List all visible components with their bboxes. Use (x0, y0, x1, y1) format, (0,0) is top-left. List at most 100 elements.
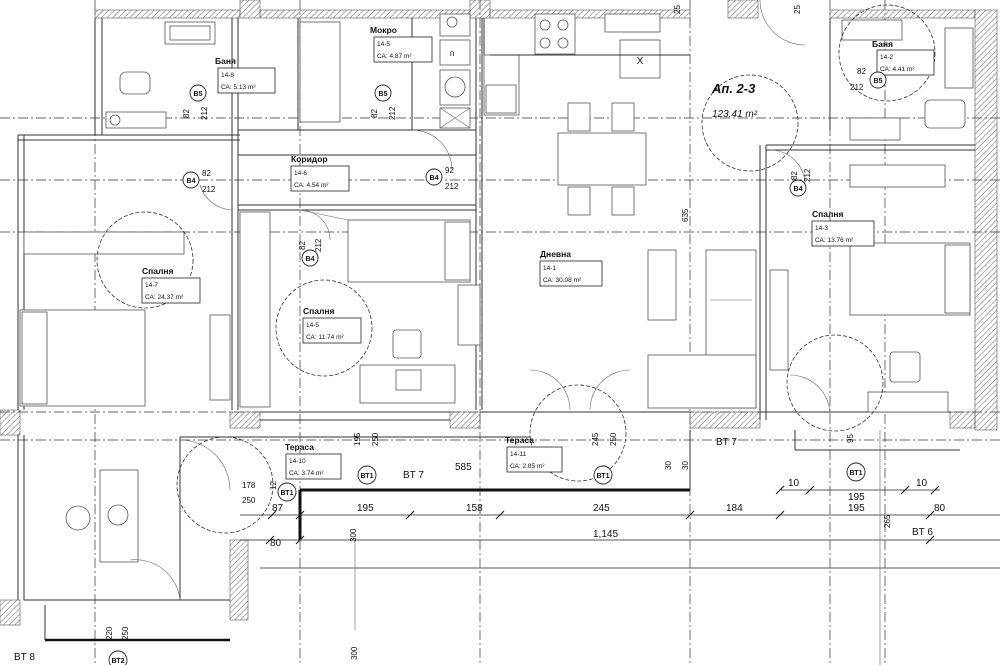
svg-text:14-6: 14-6 (294, 170, 307, 177)
svg-text:B4: B4 (187, 178, 196, 185)
window-tag: ВТ1 (593, 465, 613, 485)
door-tag: 82 212 B5 (182, 84, 209, 120)
svg-text:Мокро: Мокро (370, 25, 397, 35)
svg-text:B4: B4 (794, 186, 803, 193)
room-terrace-14-10: Тераса 14-10 СА: 3.74 m² (285, 442, 342, 480)
svg-text:14-11: 14-11 (510, 451, 527, 458)
dim-label: 250 (121, 626, 130, 640)
window-label: BT 7 (403, 470, 424, 481)
window-label: BT 6 (912, 527, 933, 538)
svg-text:212: 212 (850, 83, 864, 92)
svg-text:Тераса: Тераса (505, 435, 534, 445)
dim-label: 25 (793, 5, 802, 14)
svg-text:Тераса: Тераса (285, 442, 314, 452)
room-bath-14-2: Баня 14-2 СА: 4.41 m² (872, 39, 935, 76)
dim-label: 10 (788, 478, 800, 489)
window-label: BT 7 (716, 437, 737, 448)
dim-label: 300 (350, 646, 359, 660)
dim-label: 80 (270, 538, 282, 549)
door-tag: 82 212 B4 (789, 168, 812, 197)
dim-label: 87 (272, 503, 284, 514)
svg-text:СА: 5.13 m²: СА: 5.13 m² (221, 84, 256, 91)
room-bath-14-8: Баня 14-8 СА: 5.13 m² (215, 56, 276, 94)
svg-text:Баня: Баня (872, 39, 893, 49)
dim-label: 300 (349, 528, 358, 542)
svg-text:СА: 11.74 m²: СА: 11.74 m² (306, 334, 345, 341)
svg-text:Дневна: Дневна (540, 249, 571, 259)
dim-label: 80 (934, 503, 946, 514)
apartment-number: Ап. 2-3 (711, 81, 756, 96)
svg-text:14-7: 14-7 (145, 282, 158, 289)
room-corridor-14-6: Коридор 14-6 СА: 4.54 m² (290, 154, 350, 192)
dim-label: 1,145 (593, 529, 618, 540)
svg-text:14-10: 14-10 (289, 458, 306, 465)
svg-text:B4: B4 (430, 175, 439, 182)
dim-label: 178 (242, 481, 256, 490)
svg-text:92: 92 (445, 166, 454, 175)
svg-text:СА: 3.74 m²: СА: 3.74 m² (289, 470, 324, 477)
svg-text:СА: 4.54 m²: СА: 4.54 m² (294, 182, 329, 189)
room-labels: Баня 14-8 СА: 5.13 m² Мокро 14-5 СА: 4.8… (141, 25, 935, 480)
window-tag: ВТ1 (277, 482, 297, 502)
svg-text:82: 82 (857, 67, 866, 76)
svg-text:Спалня: Спалня (303, 306, 335, 316)
svg-text:Коридор: Коридор (291, 154, 328, 164)
dim-label: 158 (466, 503, 483, 514)
svg-text:14-5: 14-5 (377, 41, 390, 48)
room-bedroom-14-3: Спалня 14-3 СА: 13.76 m² (811, 209, 875, 247)
dim-label: 250 (371, 432, 380, 446)
svg-text:14-2: 14-2 (880, 54, 893, 61)
room-living-14-1: Дневна 14-1 СА: 30.08 m² (539, 249, 603, 287)
furniture: п X (19, 0, 974, 601)
svg-text:ВТ1: ВТ1 (361, 473, 374, 480)
door-tags: 82 212 B5 82 212 B5 B4 82 212 B4 92 212 … (182, 67, 887, 267)
svg-text:212: 212 (803, 168, 812, 182)
svg-text:ВТ1: ВТ1 (850, 470, 863, 477)
room-bedroom-14-7: Спалня 14-7 СА: 24.37 m² (141, 266, 201, 304)
window-tag: ВТ2 (108, 650, 128, 665)
svg-text:14-1: 14-1 (543, 265, 556, 272)
svg-text:212: 212 (200, 106, 209, 120)
svg-text:82: 82 (182, 109, 191, 118)
svg-text:212: 212 (314, 238, 323, 252)
dim-label: 220 (105, 626, 114, 640)
svg-text:14-5: 14-5 (306, 322, 319, 329)
window-tag: ВТ1 (357, 465, 377, 485)
dim-label: 30 (681, 461, 690, 470)
dim-label: 195 (357, 503, 374, 514)
dimension-lines: 10 195 10 87 195 158 245 184 195 80 80 1… (105, 5, 1000, 665)
dim-label: 250 (242, 496, 256, 505)
svg-text:14-3: 14-3 (815, 225, 828, 232)
svg-text:СА: 4.41 m²: СА: 4.41 m² (880, 66, 915, 73)
svg-text:82: 82 (298, 241, 307, 250)
wet-room-mark: п (450, 49, 454, 58)
door-tag: B4 82 212 (182, 169, 216, 194)
dim-label: 12 (269, 481, 278, 490)
apartment-area: 123.41 m² (712, 109, 758, 120)
window-label: BT 8 (14, 652, 35, 663)
dim-label: 195 (353, 432, 362, 446)
dim-label: 184 (726, 503, 743, 514)
svg-text:СА: 2.85 m²: СА: 2.85 m² (510, 463, 545, 470)
svg-text:14-8: 14-8 (221, 72, 234, 79)
room-bedroom-14-5: Спалня 14-5 СА: 11.74 m² (302, 306, 362, 344)
svg-text:212: 212 (445, 182, 459, 191)
svg-text:212: 212 (202, 185, 216, 194)
dim-label: 95 (846, 434, 855, 443)
walls (0, 0, 998, 642)
dim-label: 25 (673, 5, 682, 14)
dim-label: 30 (664, 461, 673, 470)
svg-text:82: 82 (202, 169, 211, 178)
window-tags: ВТ1 ВТ1 ВТ1 ВТ1 ВТ2 BT 7 BT 7 BT 6 BT 8 (14, 437, 933, 665)
door-tag: 82 212 B5 (370, 84, 397, 120)
svg-text:ВТ1: ВТ1 (281, 490, 294, 497)
svg-text:B5: B5 (194, 91, 203, 98)
svg-text:СА: 24.37 m²: СА: 24.37 m² (145, 294, 184, 301)
svg-text:Спалня: Спалня (142, 266, 174, 276)
room-terrace-14-11: Тераса 14-11 СА: 2.85 m² (505, 435, 563, 473)
svg-text:82: 82 (370, 109, 379, 118)
door-tag: 82 212 B4 (298, 238, 323, 267)
door-tag: B4 92 212 (425, 166, 459, 191)
svg-text:212: 212 (388, 106, 397, 120)
